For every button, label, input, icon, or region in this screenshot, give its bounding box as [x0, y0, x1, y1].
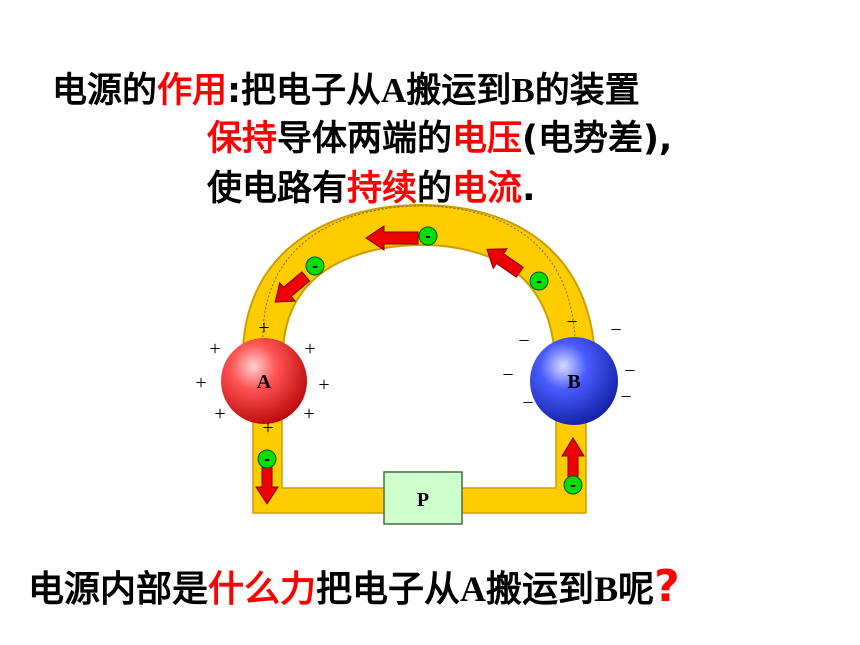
definition-line-3: 使电路有持续的电流. — [207, 160, 535, 211]
electron: - — [257, 449, 277, 469]
text: 导体两端的 — [277, 119, 453, 159]
plus-icon: + — [214, 403, 225, 425]
text: . — [522, 169, 536, 209]
keyword-continuous: 持续 — [347, 169, 418, 209]
plus-icon: + — [195, 372, 206, 394]
svg-text:-: - — [312, 259, 318, 275]
plus-icon: + — [262, 417, 273, 439]
sphere-a — [221, 338, 307, 424]
svg-text:-: - — [264, 452, 270, 468]
arrow-down-left-icon — [274, 271, 311, 303]
plus-icon: + — [304, 338, 315, 360]
text: 搬运到 — [486, 569, 595, 610]
label-b: B — [567, 371, 580, 393]
plus-icon: + — [258, 317, 269, 339]
sphere-b — [530, 337, 618, 425]
electron: - — [563, 475, 583, 495]
electron: - — [529, 271, 549, 291]
text: 的装置 — [534, 71, 640, 111]
keyword-function: 作用 — [157, 71, 228, 111]
arrow-down-icon — [255, 464, 279, 505]
electrons: - - - - - — [257, 226, 583, 495]
minus-icon: − — [502, 364, 513, 386]
electron-flow-arrows — [255, 225, 585, 505]
plus-icon: + — [209, 338, 220, 360]
minus-icon: − — [620, 386, 631, 408]
text: A — [381, 71, 407, 110]
arrow-up-left-icon — [486, 248, 524, 278]
text: B — [594, 569, 619, 609]
keyword-voltage: 电压 — [452, 119, 523, 159]
svg-text:-: - — [570, 478, 576, 494]
minus-icon: − — [566, 311, 577, 333]
minus-icon: − — [518, 330, 529, 352]
definition-line-2: 保持导体两端的电压(电势差), — [207, 110, 672, 161]
text: 使电路有 — [207, 169, 348, 209]
svg-text:-: - — [425, 229, 431, 245]
plus-icon: + — [318, 374, 329, 396]
text: 电源内部是 — [28, 569, 209, 610]
plus-icon: + — [303, 403, 314, 425]
label-p: P — [417, 489, 429, 511]
label-a: A — [257, 371, 272, 393]
text: 电源的 — [52, 71, 158, 111]
arrow-left-icon — [365, 225, 419, 251]
definition-line-1: 电源的作用:把电子从A搬运到B的装置 — [52, 62, 640, 113]
text: (电势差), — [522, 119, 673, 159]
question-mark: ? — [654, 561, 680, 612]
electron: - — [305, 256, 325, 276]
text: B — [511, 71, 535, 110]
svg-text:-: - — [536, 274, 542, 290]
keyword-what-force: 什么力 — [208, 569, 317, 610]
keyword-current: 电流 — [452, 169, 523, 209]
keyword-maintain: 保持 — [207, 119, 278, 159]
positive-charges: + + + + + + + + — [195, 317, 329, 439]
text: 把电子从 — [316, 569, 461, 610]
text: 呢 — [618, 569, 655, 610]
text: :把电子从 — [227, 71, 382, 111]
device-box-p — [383, 471, 463, 525]
text: 搬运到 — [406, 71, 512, 111]
negative-charges: − − − − − − − — [502, 311, 635, 414]
text: 的 — [417, 169, 453, 209]
question-line: 电源内部是什么力把电子从A搬运到B呢? — [28, 560, 680, 612]
minus-icon: − — [624, 360, 635, 382]
electron: - — [418, 226, 438, 246]
minus-icon: − — [522, 392, 533, 414]
minus-icon: − — [610, 319, 621, 341]
arrow-up-icon — [561, 437, 585, 479]
text: A — [460, 569, 487, 609]
